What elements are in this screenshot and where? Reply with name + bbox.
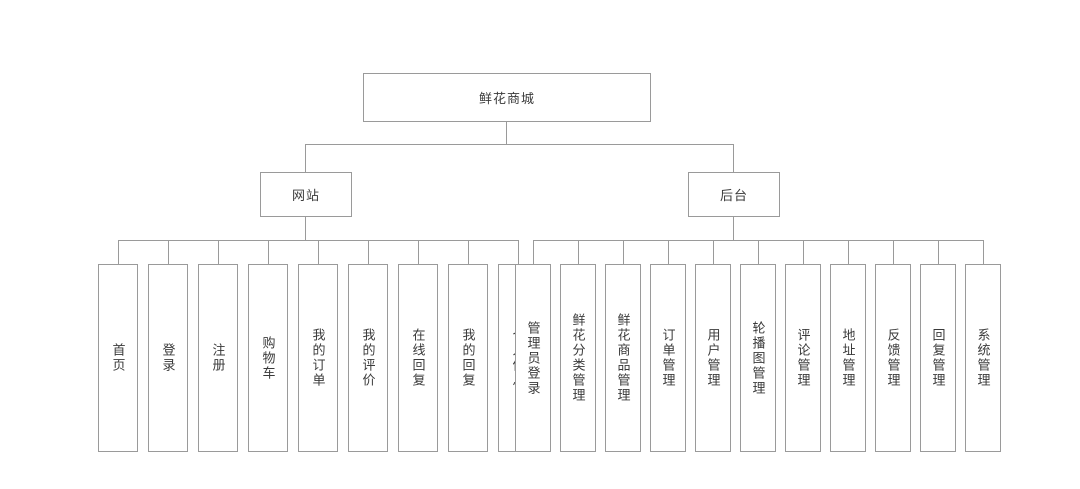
node-leaf-label: 登录 — [160, 343, 176, 373]
connector-leaf-drop — [893, 240, 894, 264]
node-leaf-backend-3[interactable]: 订单管理 — [650, 264, 686, 452]
node-leaf-label: 轮播图管理 — [750, 320, 766, 396]
node-leaf-label: 评论管理 — [795, 328, 811, 388]
connector-leaf-drop — [468, 240, 469, 264]
node-leaf-label: 管理员登录 — [525, 320, 541, 396]
node-leaf-label: 订单管理 — [660, 328, 676, 388]
connector-leaf-drop — [118, 240, 119, 264]
node-leaf-label: 鲜花分类管理 — [570, 313, 586, 403]
node-leaf-label: 反馈管理 — [885, 328, 901, 388]
connector-leaf-drop — [623, 240, 624, 264]
node-leaf-label: 在线回复 — [410, 328, 426, 388]
node-backend[interactable]: 后台 — [688, 172, 780, 217]
node-leaf-website-2[interactable]: 注册 — [198, 264, 238, 452]
connector-leaf-drop — [268, 240, 269, 264]
node-leaf-website-1[interactable]: 登录 — [148, 264, 188, 452]
connector-leaf-drop — [938, 240, 939, 264]
connector-leaf-drop — [168, 240, 169, 264]
node-leaf-backend-0[interactable]: 管理员登录 — [515, 264, 551, 452]
node-leaf-label: 注册 — [210, 343, 226, 373]
node-root-label: 鲜花商城 — [478, 91, 535, 106]
node-leaf-label: 我的订单 — [310, 328, 326, 388]
node-leaf-backend-2[interactable]: 鲜花商品管理 — [605, 264, 641, 452]
node-leaf-backend-4[interactable]: 用户管理 — [695, 264, 731, 452]
connector-leaf-drop — [983, 240, 984, 264]
node-leaf-backend-10[interactable]: 系统管理 — [965, 264, 1001, 452]
connector-leaf-drop — [533, 240, 534, 264]
node-website[interactable]: 网站 — [260, 172, 352, 217]
node-backend-label: 后台 — [719, 188, 748, 203]
connector-leaf-drop — [418, 240, 419, 264]
connector-to-website — [305, 144, 306, 173]
connector-backend-drop — [733, 217, 734, 240]
node-leaf-label: 我的评价 — [360, 328, 376, 388]
node-leaf-label: 首页 — [110, 343, 126, 373]
node-website-label: 网站 — [291, 188, 320, 203]
connector-leaf-drop — [758, 240, 759, 264]
node-leaf-website-5[interactable]: 我的评价 — [348, 264, 388, 452]
node-leaf-label: 地址管理 — [840, 328, 856, 388]
node-leaf-label: 我的回复 — [460, 328, 476, 388]
connector-leaf-drop — [318, 240, 319, 264]
node-leaf-backend-6[interactable]: 评论管理 — [785, 264, 821, 452]
connector-leaf-drop — [803, 240, 804, 264]
connector-level2-bus — [305, 144, 734, 145]
connector-root-drop — [506, 122, 507, 144]
node-leaf-backend-5[interactable]: 轮播图管理 — [740, 264, 776, 452]
node-leaf-label: 鲜花商品管理 — [615, 313, 631, 403]
node-leaf-website-0[interactable]: 首页 — [98, 264, 138, 452]
connector-leaf-drop — [518, 240, 519, 264]
connector-leaf-drop — [713, 240, 714, 264]
node-leaf-website-3[interactable]: 购物车 — [248, 264, 288, 452]
connector-leaf-drop — [218, 240, 219, 264]
connector-leaf-drop — [368, 240, 369, 264]
node-leaf-label: 回复管理 — [930, 328, 946, 388]
node-leaf-label: 系统管理 — [975, 328, 991, 388]
node-leaf-label: 购物车 — [260, 335, 276, 381]
node-leaf-website-7[interactable]: 我的回复 — [448, 264, 488, 452]
node-leaf-backend-1[interactable]: 鲜花分类管理 — [560, 264, 596, 452]
node-leaf-website-6[interactable]: 在线回复 — [398, 264, 438, 452]
connector-website-drop — [305, 217, 306, 240]
connector-leaf-drop — [668, 240, 669, 264]
connector-to-backend — [733, 144, 734, 173]
node-leaf-label: 用户管理 — [705, 328, 721, 388]
node-leaf-backend-8[interactable]: 反馈管理 — [875, 264, 911, 452]
node-root[interactable]: 鲜花商城 — [363, 73, 651, 122]
connector-leaf-drop — [578, 240, 579, 264]
connector-leaf-drop — [848, 240, 849, 264]
node-leaf-website-4[interactable]: 我的订单 — [298, 264, 338, 452]
node-leaf-backend-9[interactable]: 回复管理 — [920, 264, 956, 452]
node-leaf-backend-7[interactable]: 地址管理 — [830, 264, 866, 452]
